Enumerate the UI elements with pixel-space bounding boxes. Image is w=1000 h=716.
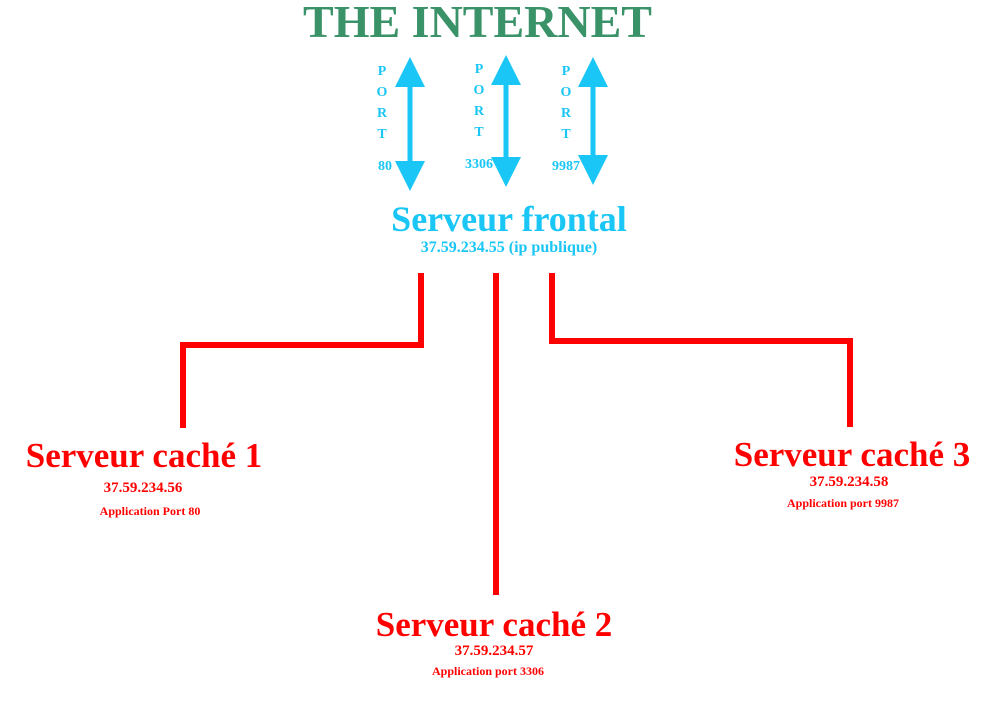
port-letter: O <box>376 85 388 100</box>
hidden-server-app: Application port 3306 <box>431 664 544 678</box>
hidden-server-name: Serveur caché 3 <box>733 435 971 474</box>
port-letter: T <box>474 125 484 140</box>
front-server-ip: 37.59.234.55 (ip publique) <box>420 239 598 256</box>
front-server-name: Serveur frontal <box>391 199 627 239</box>
internet-title: THE INTERNET <box>303 0 652 47</box>
hidden-server-name: Serveur caché 1 <box>25 436 263 475</box>
port-arrows <box>395 55 608 191</box>
hidden-server-ip: 37.59.234.57 <box>454 643 534 659</box>
port-letter: P <box>377 64 387 79</box>
port-label-80: P O R T <box>372 61 392 145</box>
port-letter: O <box>560 85 572 100</box>
port-letter: O <box>473 83 485 98</box>
port-label-3306: P O R T <box>469 59 489 143</box>
hidden-server-name: Serveur caché 2 <box>375 605 613 644</box>
port-label-9987: P O R T <box>556 61 576 145</box>
port-letter: T <box>561 127 571 142</box>
port-number-80: 80 <box>378 159 392 174</box>
port-letter: P <box>561 64 571 79</box>
hidden-server-links <box>180 273 853 595</box>
port-letter: P <box>474 62 484 77</box>
link-hidden-server-3 <box>549 273 853 427</box>
port-letter: R <box>376 106 388 121</box>
port-letter: R <box>473 104 485 119</box>
port-letter: R <box>560 106 572 121</box>
link-hidden-server-1 <box>180 273 424 428</box>
hidden-server-app: Application Port 80 <box>99 504 201 518</box>
hidden-server-ip: 37.59.234.56 <box>103 480 183 496</box>
port-number-3306: 3306 <box>465 157 493 172</box>
port-letter: T <box>377 127 387 142</box>
port-number-9987: 9987 <box>552 159 580 174</box>
hidden-server-app: Application port 9987 <box>786 496 899 510</box>
hidden-server-ip: 37.59.234.58 <box>809 474 889 490</box>
